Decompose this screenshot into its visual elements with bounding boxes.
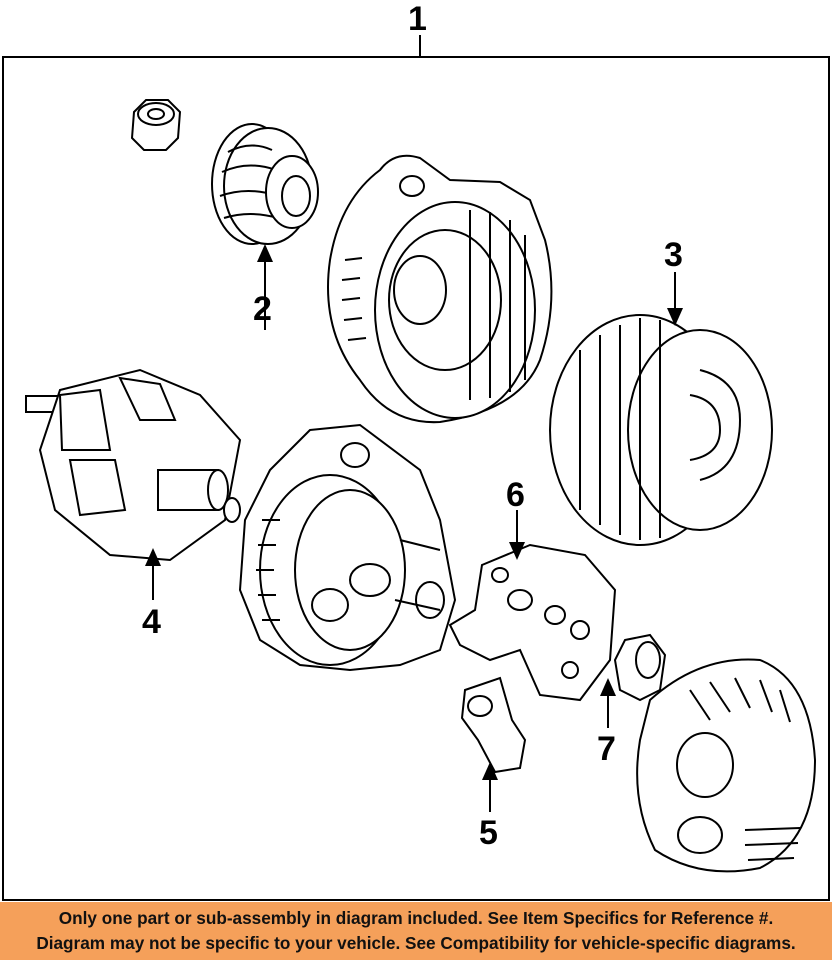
rectifier-part: [448, 543, 617, 702]
callout-5: 5: [479, 814, 498, 852]
brush-holder-part: [460, 676, 527, 774]
terminal-part: [613, 633, 667, 702]
rotor-part: [25, 368, 242, 562]
rear-housing-part: [238, 423, 457, 672]
pulley-part: [211, 123, 319, 245]
callout-3: 3: [664, 236, 683, 274]
rear-cover-part: [636, 658, 817, 873]
callout-4: 4: [142, 603, 161, 641]
stator-part: [549, 314, 773, 546]
nut-part: [130, 99, 182, 151]
callout-6: 6: [506, 476, 525, 514]
callout-7: 7: [597, 730, 616, 768]
callout-1: 1: [408, 0, 427, 38]
callout-2: 2: [253, 290, 272, 328]
assembly-frame: [2, 56, 830, 901]
disclaimer-line-2: Diagram may not be specific to your vehi…: [36, 933, 796, 953]
exploded-parts-diagram: 1 2 3: [2, 0, 830, 901]
front-housing-part: [327, 154, 553, 424]
disclaimer-line-1: Only one part or sub-assembly in diagram…: [58, 908, 774, 928]
disclaimer-banner: Only one part or sub-assembly in diagram…: [0, 902, 832, 960]
